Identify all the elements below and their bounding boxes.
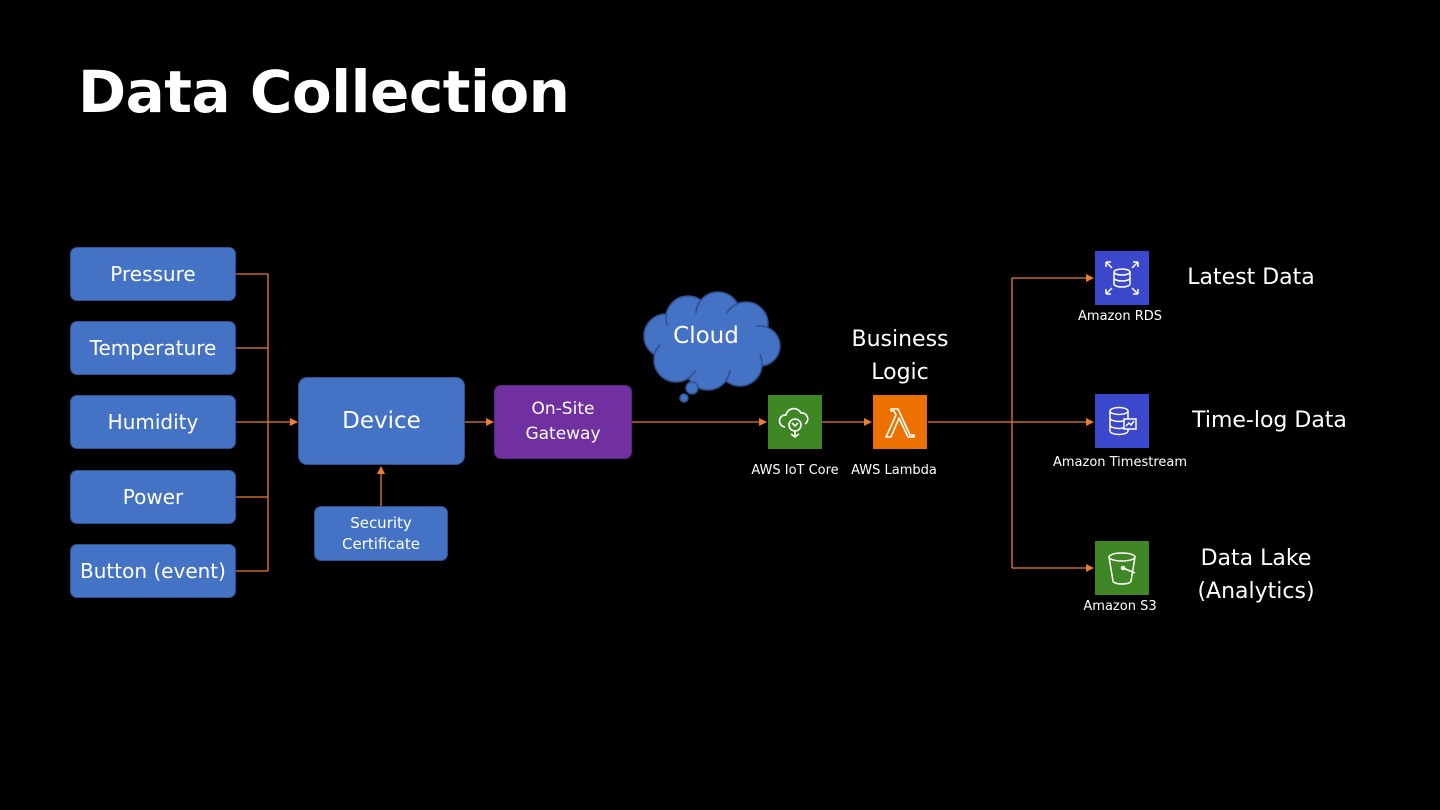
cert-line2: Certificate [342,534,420,553]
data-lake-line2: (Analytics) [1197,579,1315,604]
sensor-button-event[interactable]: Button (event) [70,544,236,598]
aws-lambda-label: AWS Lambda [851,463,937,478]
aws-lambda-icon [885,408,915,438]
amazon-rds-icon [1105,261,1139,295]
aws-iot-core-icon [778,407,809,438]
aws-iot-core-tile[interactable] [768,395,822,449]
security-certificate-box[interactable]: Security Certificate [314,506,448,561]
business-logic-line1: Business [851,327,949,352]
cert-line1: Security [350,513,412,532]
amazon-rds-tile[interactable] [1095,251,1149,305]
amazon-timestream-label: Amazon Timestream [1052,455,1188,470]
data-lake-label: Data Lake (Analytics) [1185,542,1327,608]
amazon-s3-icon [1108,552,1136,585]
business-logic-line2: Logic [871,360,929,385]
sensor-humidity[interactable]: Humidity [70,395,236,449]
sensor-pressure[interactable]: Pressure [70,247,236,301]
amazon-timestream-tile[interactable] [1095,394,1149,448]
page-title: Data Collection [78,58,570,126]
on-site-gateway-box[interactable]: On-Site Gateway [494,385,632,459]
cloud-icon [643,291,781,403]
amazon-timestream-icon [1109,406,1137,436]
amazon-s3-tile[interactable] [1095,541,1149,595]
gateway-line1: On-Site [531,399,595,419]
sensor-temperature[interactable]: Temperature [70,321,236,375]
cloud-shape[interactable]: Cloud [636,290,784,404]
gateway-line2: Gateway [525,424,601,444]
aws-lambda-tile[interactable] [873,395,927,449]
business-logic-label: Business Logic [840,323,960,389]
latest-data-label: Latest Data [1187,265,1315,290]
aws-iot-core-label: AWS IoT Core [751,463,839,478]
amazon-rds-label: Amazon RDS [1078,309,1162,324]
data-lake-line1: Data Lake [1200,546,1312,571]
amazon-s3-label: Amazon S3 [1083,599,1157,614]
cloud-label: Cloud [673,323,739,349]
device-box[interactable]: Device [298,377,465,465]
time-log-data-label: Time-log Data [1192,408,1347,433]
sensor-power[interactable]: Power [70,470,236,524]
